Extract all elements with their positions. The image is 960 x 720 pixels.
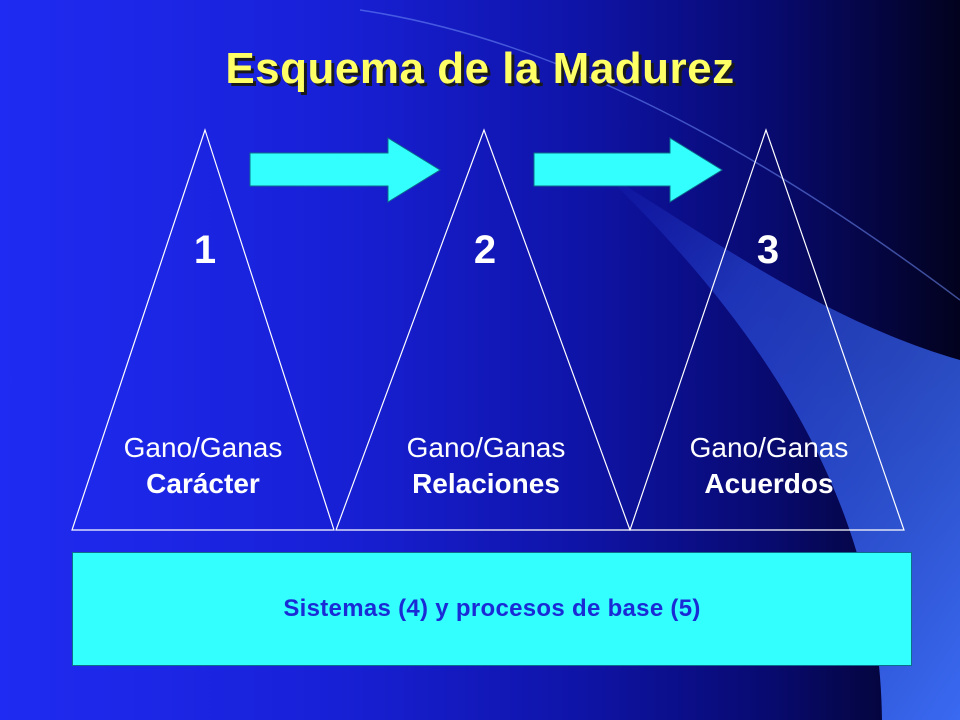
stage-caption-top-3: Gano/Ganas xyxy=(689,432,849,463)
base-systems-box: Sistemas (4) y procesos de base (5) xyxy=(72,552,912,666)
stage-caption-1: Gano/Ganas Carácter xyxy=(73,430,333,502)
stage-number-2: 2 xyxy=(473,228,497,272)
stage-triangle-3 xyxy=(629,128,905,531)
stage-caption-top-2: Gano/Ganas xyxy=(406,432,566,463)
stage-caption-2: Gano/Ganas Relaciones xyxy=(356,430,616,502)
stage-caption-bottom-1: Carácter xyxy=(146,468,260,499)
stage-caption-bottom-2: Relaciones xyxy=(412,468,560,499)
arrow-1-to-2 xyxy=(249,137,441,203)
arrow-2-to-3 xyxy=(533,137,723,203)
stage-number-3: 3 xyxy=(756,228,780,272)
stage-caption-3: Gano/Ganas Acuerdos xyxy=(639,430,899,502)
stage-caption-bottom-3: Acuerdos xyxy=(704,468,834,499)
stage-triangle-1 xyxy=(71,128,335,531)
stage-caption-top-1: Gano/Ganas xyxy=(123,432,283,463)
stage-triangle-2 xyxy=(335,128,631,531)
base-systems-label: Sistemas (4) y procesos de base (5) xyxy=(283,595,701,622)
stage-number-1: 1 xyxy=(193,228,217,272)
slide-title: Esquema de la Madurez xyxy=(225,44,735,93)
